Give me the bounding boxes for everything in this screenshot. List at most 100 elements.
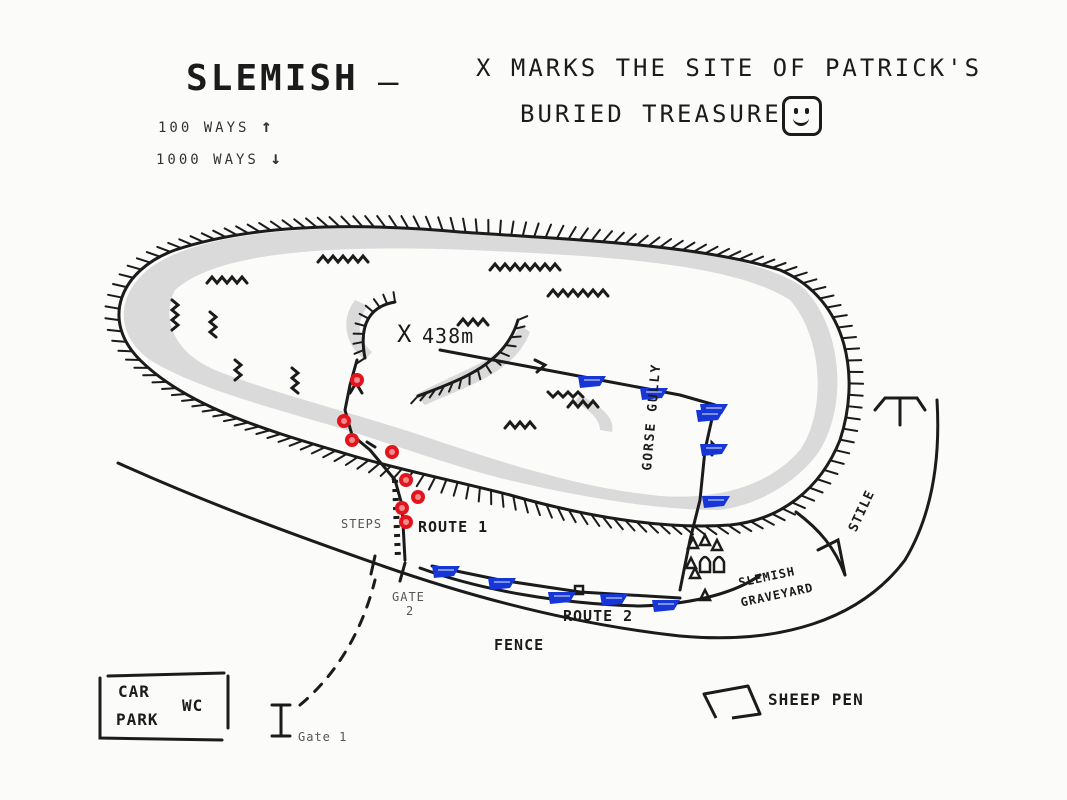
hatch-mark: [299, 443, 315, 451]
hatch-mark: [427, 475, 437, 491]
ridge-hatch-mark: [392, 291, 396, 303]
hatch-mark: [201, 408, 218, 413]
hatch-mark: [669, 523, 683, 535]
hatch-mark: [344, 456, 359, 466]
hatch-mark: [749, 255, 765, 263]
route-1-markers: [337, 373, 425, 529]
hatch-mark: [771, 512, 786, 522]
hatch-mark: [112, 283, 128, 289]
hatch-mark: [831, 314, 848, 319]
ridge-hatch-mark: [517, 315, 529, 321]
hatch-mark: [106, 328, 123, 333]
hatch-mark: [791, 501, 806, 510]
hatch-mark: [844, 416, 861, 421]
down-arrow-icon: ↓: [270, 148, 285, 169]
hatch-mark: [222, 417, 239, 423]
hatch-mark: [288, 439, 304, 447]
title-dash: —: [378, 62, 399, 102]
hatch-mark: [452, 481, 459, 497]
hatch-mark: [792, 271, 808, 278]
hatch-mark: [635, 234, 649, 246]
hatch-mark: [376, 215, 387, 229]
ridge-hatch-mark: [509, 335, 522, 339]
hatch-mark: [829, 459, 845, 465]
hatch-mark: [235, 225, 250, 235]
hatch-mark: [415, 473, 426, 488]
hatch-mark: [126, 264, 143, 271]
hatch-mark: [316, 216, 330, 228]
ridge-hatch-mark: [352, 340, 365, 345]
hatch-mark: [258, 222, 273, 232]
hatch-mark: [117, 349, 134, 353]
gate-2-label-line-1: Gate: [392, 590, 425, 604]
hatch-mark: [167, 241, 183, 249]
route-2-blue-marker: [652, 600, 680, 612]
route-1-red-marker-center: [399, 505, 405, 511]
hatch-mark: [266, 432, 282, 439]
hatch-mark: [477, 486, 481, 503]
hatch-mark: [738, 522, 753, 533]
hatch-mark: [749, 520, 764, 530]
hatch-mark: [498, 219, 502, 236]
hatch-mark: [567, 508, 577, 524]
ridge-hatch-mark: [513, 325, 526, 330]
route-2-blue-marker: [696, 410, 724, 422]
hatch-mark: [107, 293, 123, 299]
rough-ground-marks: [169, 253, 610, 431]
ridge-hatch-mark: [355, 357, 366, 365]
hatch-mark: [578, 227, 589, 241]
gate-2-label-line-2: 2: [406, 604, 415, 618]
ridge-hatch-mark: [419, 391, 428, 402]
hatch-mark: [412, 215, 421, 230]
hatch-mark: [533, 222, 540, 238]
summit-x-marker: X: [397, 320, 412, 348]
hatch-mark: [118, 273, 135, 279]
route-2-blue-marker: [702, 496, 730, 508]
hatch-mark: [823, 468, 839, 475]
route-1-red-marker-center: [354, 377, 360, 383]
route-2-blue-marker: [578, 376, 606, 388]
hatch-mark: [781, 507, 796, 516]
hatch-mark: [613, 231, 625, 244]
hatch-mark: [340, 215, 353, 228]
route-1-red-marker-center: [389, 449, 395, 455]
hatch-mark: [305, 217, 318, 229]
ridge-hatch-mark: [428, 388, 437, 399]
map-title: Slemish: [186, 58, 359, 99]
route-2-blue-marker: [600, 594, 628, 606]
hatch-mark: [704, 245, 719, 255]
route-2-blue-marker: [432, 566, 460, 578]
hatch-mark: [151, 380, 168, 384]
hatch-mark: [368, 462, 381, 474]
car-park-label-line-2: Park: [116, 710, 159, 729]
route-1-red-marker-center: [403, 477, 409, 483]
smiley-face-icon: [782, 96, 822, 136]
title-subtitle-line-2: Buried treasure: [520, 100, 782, 128]
hatch-mark: [244, 425, 261, 431]
hatch-mark: [658, 523, 671, 535]
graveyard-headstones: [573, 532, 726, 602]
hatch-mark: [181, 398, 197, 402]
route-1-red-marker-center: [341, 418, 347, 424]
hatch-mark: [818, 294, 835, 300]
hatch-mark: [825, 304, 842, 309]
hatch-mark: [424, 215, 433, 231]
gate-1-label: Gate 1: [298, 730, 348, 744]
hatch-mark: [523, 497, 529, 514]
title-subtitle-line-1: X marks the site of Patrick's: [476, 54, 983, 82]
hatch-mark: [388, 215, 398, 229]
hatch-mark: [844, 347, 861, 351]
hatch-mark: [800, 494, 816, 502]
ridge-hatch-mark: [353, 349, 365, 355]
ridge-hatch-mark: [410, 395, 419, 405]
hatch-mark: [544, 223, 552, 239]
ridge-hatch-mark: [354, 322, 367, 327]
route-2-label: Route 2: [563, 607, 634, 625]
hatch-mark: [135, 257, 152, 264]
hatch-mark: [692, 524, 706, 536]
paths-and-fences: [116, 398, 940, 640]
car-park-box: [98, 671, 230, 742]
hatch-mark: [704, 524, 718, 536]
hatch-mark: [465, 483, 470, 500]
